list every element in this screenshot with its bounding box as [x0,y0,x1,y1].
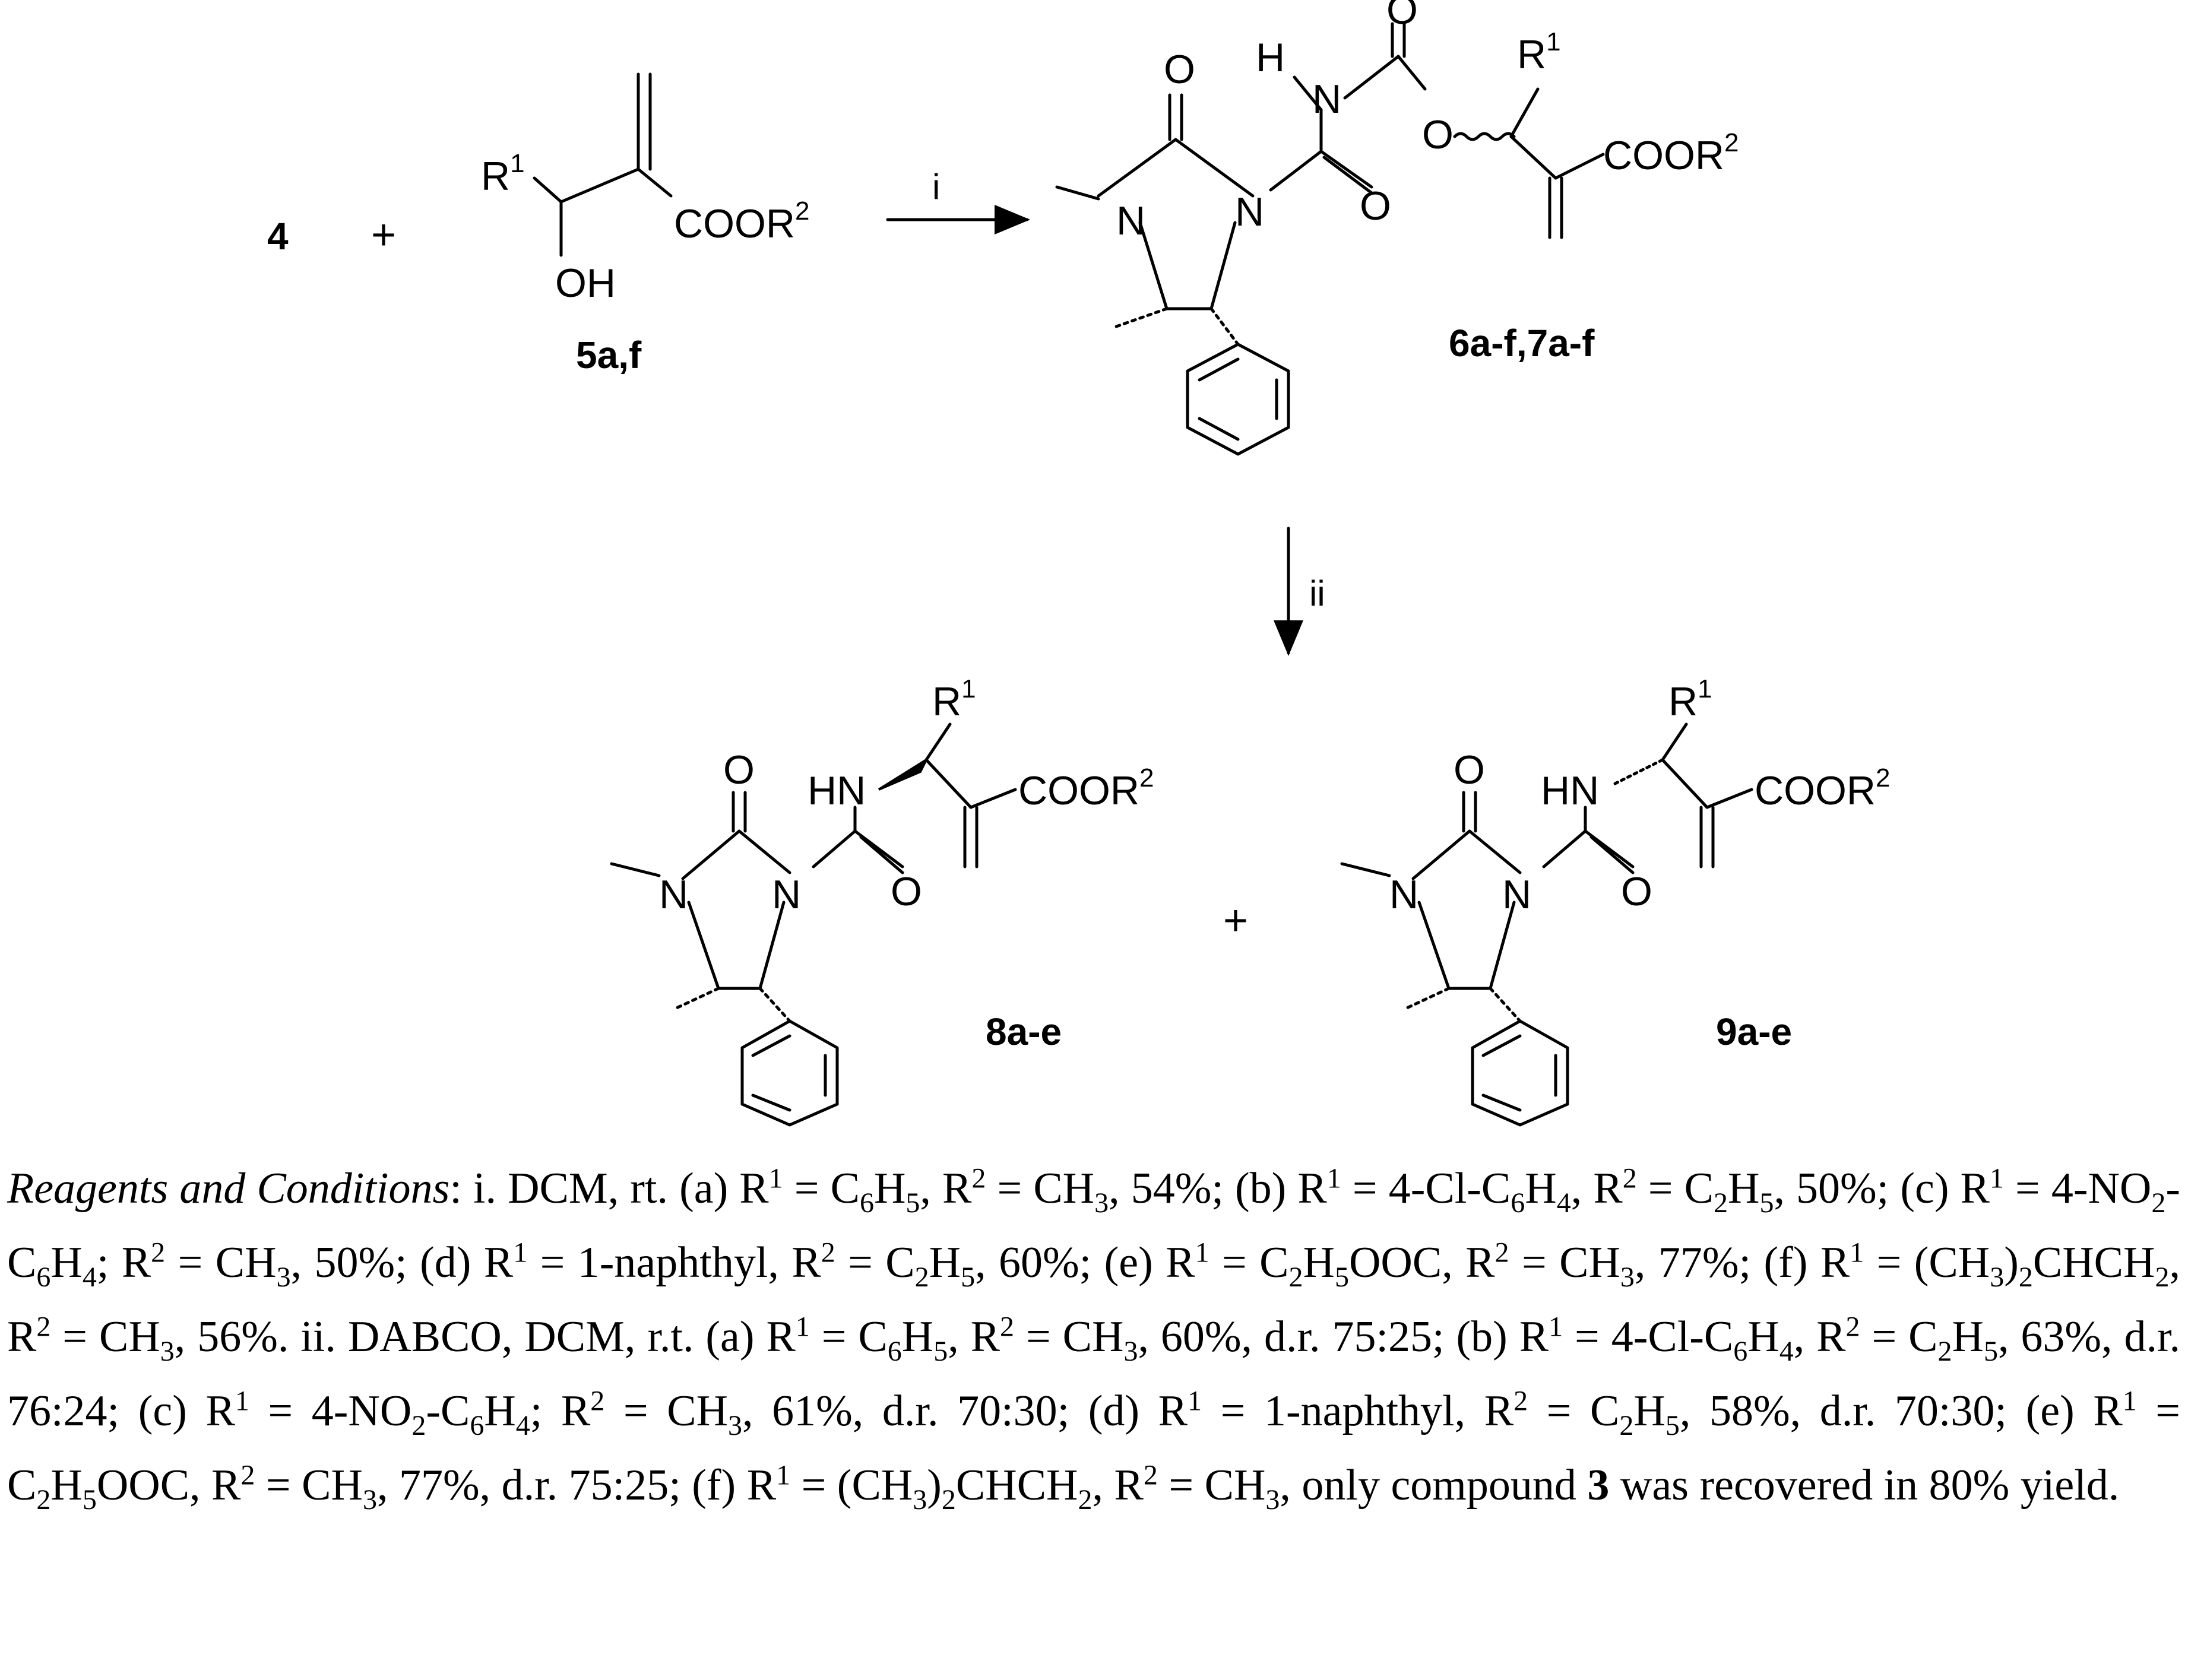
n1-atom: N [1116,198,1145,243]
coor2-atom-6: COOR2 [1603,128,1739,178]
step-i-label: i [932,167,940,207]
coor2-atom-9: COOR2 [1755,763,1890,813]
step-ii-label: ii [1309,573,1325,613]
reaction-conditions-caption: Reagents and Conditions: i. DCM, rt. (a)… [7,1152,2180,1523]
molecule-5: R1 COOR2 OH [481,72,809,306]
n3-atom-9: N [1502,872,1531,917]
coor2-atom: COOR2 [674,196,809,246]
caption-compound-3: 3 [1587,1461,1610,1510]
r1-atom-9: R1 [1668,674,1712,724]
oh-atom: OH [555,261,616,306]
compound-8-label: 8a-e [986,1010,1062,1053]
molecule-8: O N N O HN R1 COOR2 [610,674,1154,1127]
compound-5-label: 5a,f [576,334,642,376]
amide-o-atom: O [1360,183,1391,229]
coor2-atom-8: COOR2 [1018,763,1154,813]
carbonyl-o-atom-9: O [1454,747,1485,793]
caption-intro: Reagents and Conditions [7,1164,450,1213]
plus-sign-2: + [1223,897,1248,944]
amide-o-atom-9: O [1621,869,1652,914]
ester-o-atom: O [1422,112,1454,157]
caption-tail: was recovered in 80% yield. [1609,1461,2120,1510]
molecule-6: O N N O H N O O R1 COOR2 [1055,0,1739,456]
plus-sign-1: + [371,211,396,259]
compound-4-label: 4 [267,215,289,258]
n3-atom-8: N [772,872,801,917]
molecule-9: O N N O HN R1 COOR2 [1340,674,1890,1127]
compound-6-label: 6a-f,7a-f [1449,322,1595,364]
ester-carbonyl-o-atom: O [1386,0,1418,33]
reaction-scheme: 4 + R1 COOR2 OH 5a,f i [267,0,1890,1127]
carbonyl-o-atom: O [1164,47,1195,92]
carbonyl-o-atom-8: O [723,747,755,793]
n1-atom-9: N [1389,872,1418,917]
r1-atom-6: R1 [1517,27,1561,77]
nh-n-atom: N [1312,77,1341,122]
caption-body: : i. DCM, rt. (a) R1 = C6H5, R2 = CH3, 5… [7,1162,2181,1516]
n3-atom: N [1235,189,1264,234]
h-atom: H [1256,35,1285,80]
n1-atom-8: N [659,872,688,917]
hn-atom-8: HN [808,768,866,813]
hn-atom-9: HN [1541,768,1599,813]
compound-9-label: 9a-e [1716,1010,1792,1053]
r1-atom-8: R1 [932,674,976,724]
amide-o-atom-8: O [891,869,922,914]
r1-atom: R1 [481,149,525,199]
